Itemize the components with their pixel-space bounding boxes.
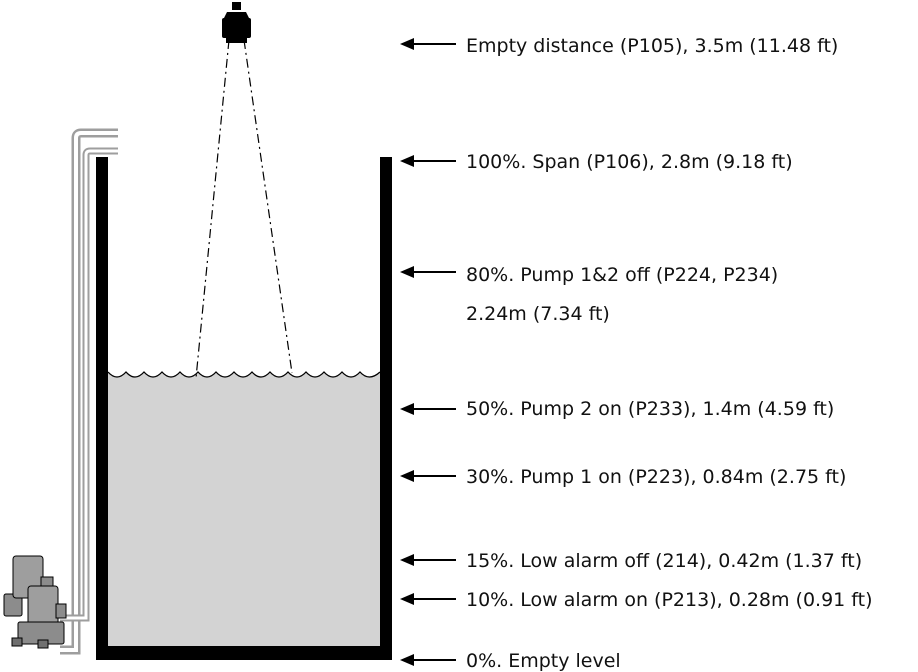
tank-bottom	[96, 646, 392, 660]
left-arrow-icon	[400, 38, 456, 50]
liquid-surface	[107, 371, 381, 378]
discharge-pipe	[60, 128, 118, 655]
left-arrow-icon	[400, 593, 456, 605]
left-arrow-icon	[400, 266, 456, 278]
pump-off-label-line2: 2.24m (7.34 ft)	[466, 303, 610, 325]
pump-off-label: 80%. Pump 1&2 off (P224, P234)	[466, 264, 779, 286]
left-arrow-icon	[400, 155, 456, 167]
empty-distance-label: Empty distance (P105), 3.5m (11.48 ft)	[466, 35, 839, 57]
empty-level-label: 0%. Empty level	[466, 650, 621, 672]
left-arrow-icon	[400, 554, 456, 566]
liquid-fill	[108, 372, 380, 646]
sensor-beam	[195, 39, 293, 379]
left-arrow-icon	[400, 470, 456, 482]
left-arrow-icon	[400, 654, 456, 666]
submersible-pump-icon	[3, 555, 67, 649]
ultrasonic-sensor-icon	[222, 2, 251, 43]
pump2-on-label: 50%. Pump 2 on (P233), 1.4m (4.59 ft)	[466, 398, 835, 420]
arrows	[400, 38, 456, 666]
low-alarm-off-label: 15%. Low alarm off (214), 0.42m (1.37 ft…	[466, 550, 863, 572]
left-arrow-icon	[400, 403, 456, 415]
low-alarm-on-label: 10%. Low alarm on (P213), 0.28m (0.91 ft…	[466, 589, 873, 611]
tank-right-wall	[380, 157, 392, 660]
tank	[96, 157, 392, 660]
tank-left-wall	[96, 157, 108, 660]
pump1-on-label: 30%. Pump 1 on (P223), 0.84m (2.75 ft)	[466, 466, 847, 488]
span-label: 100%. Span (P106), 2.8m (9.18 ft)	[466, 151, 793, 173]
